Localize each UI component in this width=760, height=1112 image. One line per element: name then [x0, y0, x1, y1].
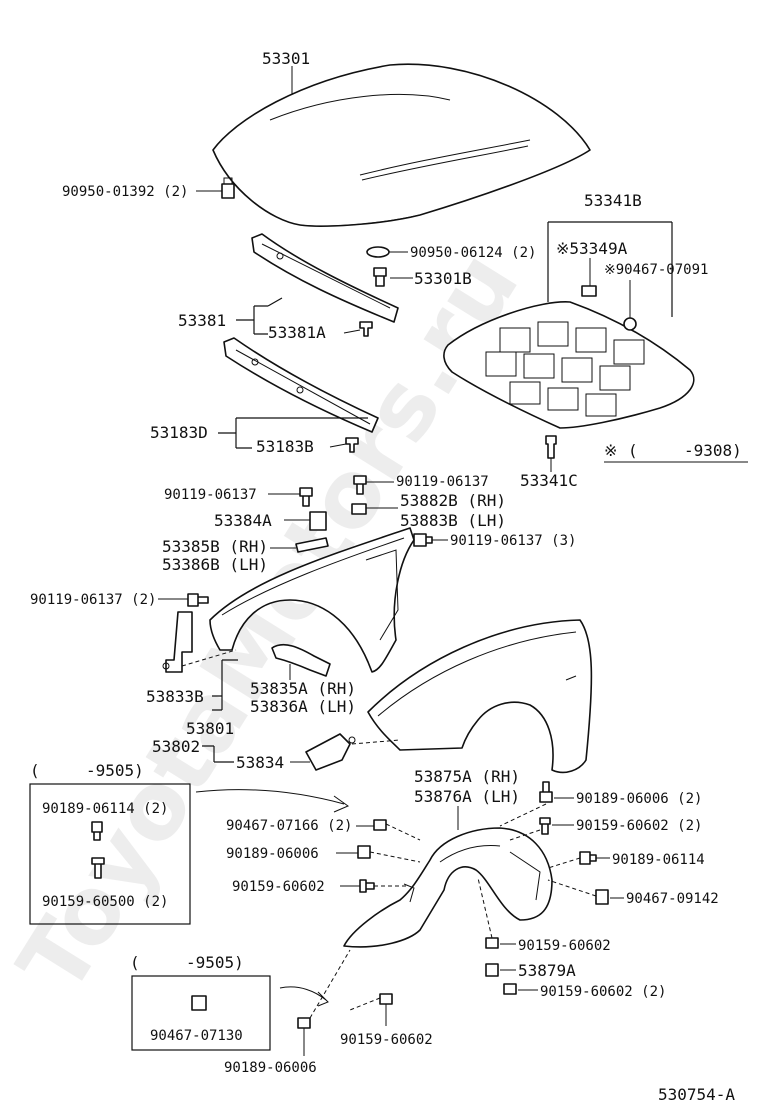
fender-bracket-lh-label: 53883B (LH) [400, 511, 506, 530]
diagram-code: 530754-A [658, 1085, 735, 1104]
bolt-4-label: 90119-06137 (2) [30, 592, 156, 608]
box1-frame [29, 783, 191, 925]
fender-apron-part [209, 527, 415, 673]
screw-5-part [359, 879, 375, 893]
box1-item2-part [91, 857, 105, 879]
hood-cushion2-part [366, 246, 390, 258]
clip-1-part [595, 889, 609, 905]
bolt-2-part [299, 487, 313, 507]
hood-lock-support-label: 53381 [178, 311, 226, 330]
fender-seal-rh-label: 53385B (RH) [162, 537, 268, 556]
box1-range: -9505) [86, 761, 144, 780]
box1-item1-part [91, 821, 103, 841]
fender-seal2-lh-label: 53836A (LH) [250, 697, 356, 716]
under-cover-clip-label: ※53349A [556, 239, 628, 258]
box2-range: -9505) [186, 953, 244, 972]
under-cover-nut-part [623, 317, 637, 331]
screw-5-label: 90159-60602 [232, 879, 325, 895]
box2-item1-part [191, 995, 207, 1011]
bolt-2-label: 90119-06137 [164, 487, 257, 503]
fender-seal2-part [271, 643, 331, 677]
screw-4-part [357, 845, 371, 859]
footnote-mark: ※ [604, 441, 617, 460]
footnote-range: -9308) [684, 441, 742, 460]
box1-item2-label: 90159-60500 (2) [42, 894, 168, 910]
screw-2-part [539, 817, 551, 835]
screw-6-part [485, 937, 499, 949]
bolt-1-part [353, 475, 367, 495]
screw-9-label: 90189-06006 [224, 1060, 317, 1076]
bolt-3-label: 90119-06137 (3) [450, 533, 576, 549]
hood-cushion-part [221, 177, 235, 199]
screw-6-label: 90159-60602 [518, 938, 611, 954]
screw-1-part [539, 781, 553, 803]
radiator-support-clip-part [345, 437, 359, 453]
bolt-1-label: 90119-06137 [396, 474, 489, 490]
fender-bracket-c-part [305, 733, 356, 771]
screw-3-part [579, 851, 597, 865]
screw-1-label: 90189-06006 (2) [576, 791, 702, 807]
under-cover-pin-label: 53341C [520, 471, 578, 490]
screw-4-label: 90189-06006 [226, 846, 319, 862]
screw-8-label: 90159-60602 [340, 1032, 433, 1048]
hood-lock-support-part [251, 233, 399, 323]
fender-rh-label: 53801 [186, 719, 234, 738]
clip-2-part [373, 819, 387, 831]
fender-bracket-b-part [162, 611, 193, 673]
screw-8-part [379, 993, 393, 1005]
radiator-support-seal-label: 53183D [150, 423, 208, 442]
clip-1-label: 90467-09142 [626, 891, 719, 907]
box2-arrow [279, 986, 329, 1007]
screw-3-label: 90189-06114 [612, 852, 705, 868]
box2-item1-label: 90467-07130 [150, 1028, 243, 1044]
hood-stop-label: 53301B [414, 269, 472, 288]
radiator-support-seal-part [223, 337, 379, 433]
box2-header: ( [130, 953, 140, 972]
hood-label: 53301 [262, 49, 310, 68]
fender-seal-lh-label: 53386B (LH) [162, 555, 268, 574]
front-fender-part [367, 619, 593, 774]
fender-seal-part [295, 537, 329, 553]
screw-2-label: 90159-60602 (2) [576, 818, 702, 834]
liner-rh-label: 53875A (RH) [414, 767, 520, 786]
hood-lock-clip-part [359, 321, 373, 337]
screw-9-part [297, 1017, 311, 1029]
under-cover-label: 53341B [584, 191, 642, 210]
bracket-a-label: 53384A [214, 511, 272, 530]
fender-bracket-part [351, 503, 367, 515]
hood-stop-part [373, 267, 387, 287]
fender-bracket-c-label: 53834 [236, 753, 284, 772]
screw-7-part [503, 983, 517, 995]
inner-liner-part [343, 827, 553, 948]
bolt-4-part [187, 593, 209, 607]
liner-clip-label: 53879A [518, 961, 576, 980]
bolt-3-part [413, 533, 433, 547]
hood-cushion2-label: 90950-06124 (2) [410, 245, 536, 261]
under-cover-nut-label: ※90467-07091 [604, 262, 708, 278]
liner-clip-part [485, 963, 499, 977]
box1-item1-label: 90189-06114 (2) [42, 801, 168, 817]
fender-lh-label: 53802 [152, 737, 200, 756]
hood-cushion-label: 90950-01392 (2) [62, 184, 188, 200]
hood-panel [212, 63, 591, 227]
fender-bracket-b-label: 53833B [146, 687, 204, 706]
box2-frame [131, 975, 271, 1051]
hood-lock-support-clip-label: 53381A [268, 323, 326, 342]
fender-bracket-rh-label: 53882B (RH) [400, 491, 506, 510]
under-cover-clip-part [581, 285, 597, 297]
clip-2-label: 90467-07166 (2) [226, 818, 352, 834]
box1-header: ( [30, 761, 40, 780]
liner-lh-label: 53876A (LH) [414, 787, 520, 806]
under-cover-pin-part [545, 435, 557, 459]
box1-arrow [195, 789, 350, 813]
fender-seal2-rh-label: 53835A (RH) [250, 679, 356, 698]
radiator-support-clip-label: 53183B [256, 437, 314, 456]
engine-under-cover-part [443, 301, 695, 429]
screw-7-label: 90159-60602 (2) [540, 984, 666, 1000]
footnote-open: ( [628, 441, 638, 460]
bracket-a-part [309, 511, 327, 531]
